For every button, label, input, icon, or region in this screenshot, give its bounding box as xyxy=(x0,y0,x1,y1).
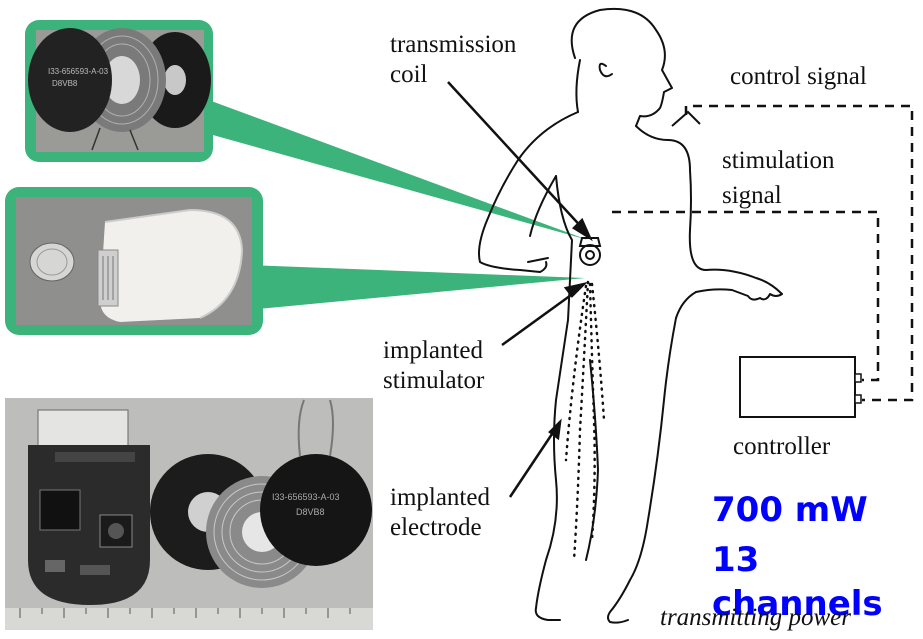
implanted-electrode-label: implanted electrode xyxy=(390,483,490,543)
transmitting-power-caption: transmitting power xyxy=(660,604,851,632)
controller-label: controller xyxy=(733,432,830,462)
stimulation-signal-line1: stimulation xyxy=(722,143,835,178)
implanted-stimulator-line2: stimulator xyxy=(383,366,484,396)
controller-box xyxy=(740,357,861,417)
coil-photo-callout: I33-656593-A-03 D8VB8 xyxy=(25,20,213,162)
stimulator-photo-callout xyxy=(5,187,263,335)
stimulation-signal-line2: signal xyxy=(722,178,835,213)
pointer-arrows xyxy=(448,82,590,497)
stimulation-signal-label: stimulation signal xyxy=(722,143,835,213)
coil-marking-1: I33-656593-A-03 xyxy=(48,67,109,76)
implanted-electrode-line1: implanted xyxy=(390,483,490,513)
antenna-symbol xyxy=(672,112,700,126)
coil-marking-4: D8VB8 xyxy=(296,507,325,517)
power-value: 700 mW xyxy=(712,488,923,532)
coil-marking-2: D8VB8 xyxy=(52,79,78,88)
implanted-stimulator-line1: implanted xyxy=(383,336,484,366)
transmission-coil-label: transmission coil xyxy=(390,30,516,90)
implanted-stimulator-label: implanted stimulator xyxy=(383,336,484,396)
transmission-coil-label-line2: coil xyxy=(390,60,516,90)
control-signal-label: control signal xyxy=(730,62,867,92)
implanted-electrode-line2: electrode xyxy=(390,513,490,543)
transmission-coil-label-line1: transmission xyxy=(390,30,516,60)
control-signal-text: control signal xyxy=(730,62,867,92)
device-components-photo: I33-656593-A-03 D8VB8 xyxy=(5,398,373,630)
coil-marking-3: I33-656593-A-03 xyxy=(272,492,340,502)
implanted-coil xyxy=(580,238,600,265)
electrode-leads xyxy=(566,282,604,560)
controller-text: controller xyxy=(733,432,830,462)
